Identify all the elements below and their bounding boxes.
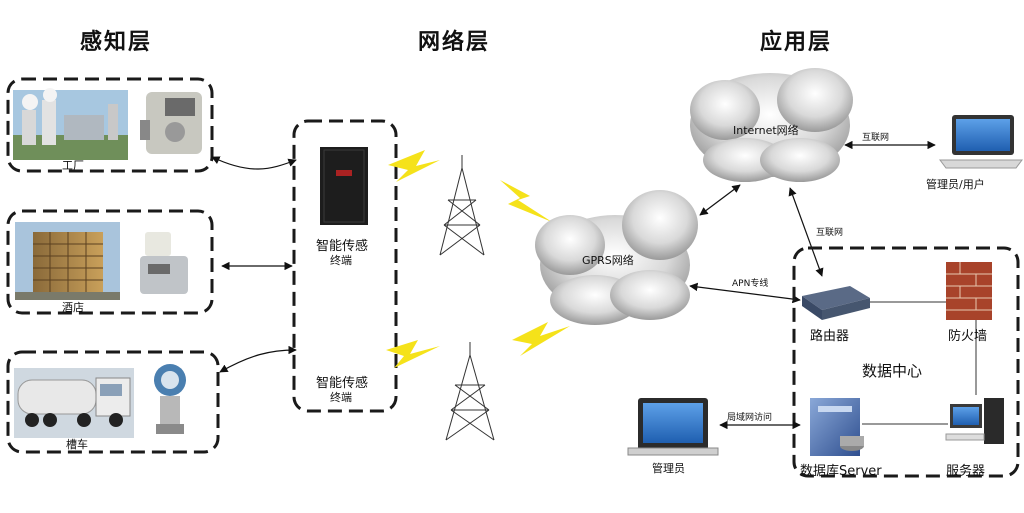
factory-terminal-link (211, 156, 297, 170)
server-icon (945, 398, 1004, 444)
data-center-label: 数据中心 (862, 362, 923, 380)
gas-meter-image (140, 92, 202, 154)
hotel-box (6, 209, 214, 315)
application-layer-title: 应用层 (760, 29, 833, 55)
gprs-cloud-label: GPRS网络 (582, 254, 634, 267)
terminal-top-label-line2: 终端 (330, 254, 352, 267)
network-layer-title: 网络层 (418, 29, 491, 55)
hotel-label: 酒店 (62, 301, 84, 314)
wireless-signal-icon (386, 340, 440, 368)
terminal-top-label-line1: 智能传感 (316, 239, 369, 254)
tanker-box (6, 350, 220, 454)
tanker-label: 槽车 (66, 438, 88, 451)
admin-label: 管理员 (652, 462, 685, 475)
internet-router-link (788, 187, 824, 277)
db-server-label: 数据库Server (800, 464, 882, 479)
firewall-icon (946, 262, 992, 320)
smart-terminal-device (320, 147, 368, 225)
gprs-router-link (689, 282, 801, 304)
data-center-box (792, 246, 1020, 478)
internet-link-right-label: 互联网 (816, 228, 844, 238)
internet-cloud (690, 68, 853, 182)
terminal-bottom-label-line1: 智能传感 (316, 376, 369, 391)
factory-label: 工厂 (62, 159, 84, 172)
signal-tower-icon (439, 155, 485, 256)
pressure-transmitter-image (154, 364, 186, 434)
tanker-terminal-link (219, 345, 297, 373)
gprs-cloud (535, 190, 698, 325)
gprs-internet-link (699, 184, 741, 216)
terminal-bottom-label-line2: 终端 (330, 391, 352, 404)
apn-link-label: APN专线 (732, 279, 769, 289)
gas-regulator-image (140, 232, 188, 294)
internet-link-top-label: 互联网 (862, 133, 890, 143)
laptop-icon (939, 115, 1023, 169)
hotel-image (15, 222, 120, 300)
router-icon (802, 286, 870, 320)
wireless-signal-icon (500, 180, 552, 222)
router-label: 路由器 (810, 329, 850, 344)
perception-layer-title: 感知层 (80, 29, 153, 55)
database-server-icon (810, 398, 864, 456)
factory-box (6, 77, 214, 173)
factory-image (13, 88, 128, 160)
lan-link-label: 局域网访问 (727, 413, 773, 423)
wireless-signal-icon (512, 322, 570, 356)
wireless-signal-icon (388, 150, 440, 182)
server-label: 服务器 (946, 464, 986, 479)
admin-desktop-icon (627, 398, 719, 456)
firewall-label: 防火墙 (948, 329, 988, 344)
signal-tower-icon (445, 342, 495, 441)
admin-user-label: 管理员/用户 (926, 178, 985, 191)
internet-cloud-label: Internet网络 (733, 124, 799, 137)
tanker-truck-image (14, 368, 134, 438)
